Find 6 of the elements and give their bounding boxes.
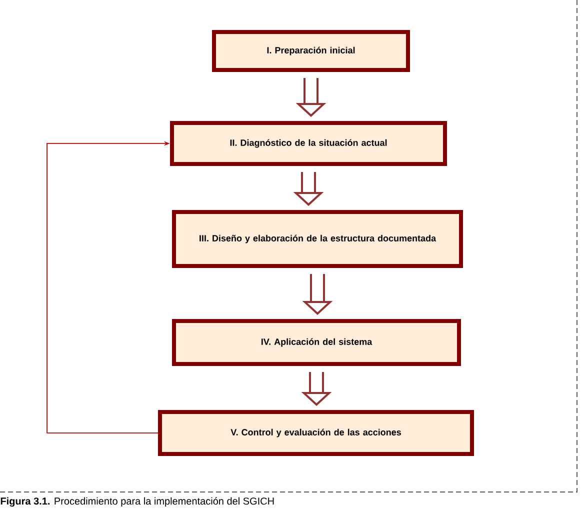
process-box: II. Diagnóstico de la situación actual — [170, 121, 447, 166]
process-box: I. Preparación inicial — [212, 30, 410, 72]
figure-caption: Figura 3.1. Procedimiento para la implementación del SGICH — [0, 497, 274, 507]
process-box: V. Control y evaluación de las acciones — [158, 410, 474, 456]
process-box: III. Diseño y elaboración de la estructura documentada — [172, 210, 463, 268]
process-box: IV. Aplicación del sistema — [172, 318, 461, 366]
